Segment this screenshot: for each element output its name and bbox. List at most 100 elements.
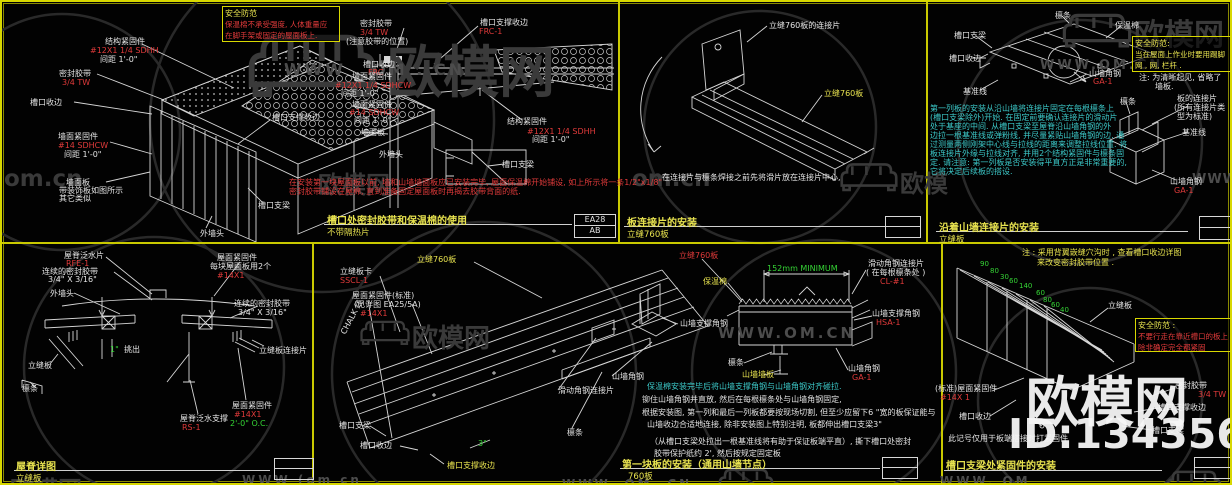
label-support-trim: 槽口支撑收边 [1158,403,1206,412]
label-panel-760: 立缝760板 [417,255,457,264]
label-wall-fastener: 墙面紧固件 [352,100,392,109]
divider-bottom-1 [312,242,314,483]
paragraph-line: 保温棉安装完毕后将山墙支撑角钢与山墙角钢对齐碰拉. [647,382,842,391]
label-purlin: 檩条 [22,384,38,393]
label-wall-fastener: 墙面紧固件 [58,132,98,141]
paragraph-line: (槽口支梁除外)开始. 在固定前要确认连接片的滑动片 [930,113,1118,122]
paragraph-line: 根据安装图, 第一列和最后一列板都要按现场切割, 但至少应留下6 "宽的板保证能… [642,408,936,417]
panel-d-drawing [21,256,273,415]
paragraph-line: 处于基座的中间. 从槽口支梁至屋脊沿山墙角钢的外 [930,122,1112,131]
title-underline [324,224,572,225]
label-wall-panel: 墙面板 [361,128,385,137]
safety-note-box-c: 安全防范: 当在屋面上作业时要用踢脚 网 , 网, 栏杆 . [1132,36,1230,72]
label-datum-line: 基准线 [963,87,987,96]
paragraph-line: 板连接片外缘与拉线对齐, 并用2个结构紧固件与檩条固 [930,149,1125,158]
paragraph-line: 过测量两侧刚架中心线与拉线的距离来调整拉线位置. 将 [930,140,1128,149]
safety-line: 保温棉不承受强度, 人体重量应 [225,20,328,29]
sheet-cell [275,469,313,479]
angle-dim: 30 [1000,273,1009,281]
label-cont-tape-size: 3/4" X 3/16" [48,275,97,284]
label-roof-fastener: 屋面紧固件 [217,253,257,262]
safety-line: 除非确定完全都紧固 [1138,343,1206,352]
angle-dim: 80 [1043,296,1052,304]
angle-dim: 80 [990,267,999,275]
safety-line: 不要行走在靠近槽口的板上 [1138,332,1228,341]
label-fastener-spacing: 间距 1'-0" [100,55,138,64]
label-roof-fastener: (标准)屋面紧固件 [935,384,998,393]
title-underline [14,470,270,471]
label-insulation: 保温棉 [703,277,727,286]
label-eave-trim: 槽口收边 [360,441,392,450]
label-eave-beam: 槽口支梁 [954,31,986,40]
label-slide-clip: 滑动角钢连接片 [558,386,614,395]
note-backflange-1: 注 : 采用背翼嵌缝穴沟时 , 查看槽口收边详图 [1022,248,1182,257]
sofa-watermark-icon [1062,13,1132,48]
label-panel: 立缝板 [1108,301,1132,310]
label-cont-tape: 连续的密封胶带 [42,267,98,276]
label-slide-clip: 滑动角钢连接片 [868,259,924,268]
label-roof-fastener-ref: (见详图 EA25/5A) [354,300,421,309]
note-install-sequence-1: 在安装第一块屋面板以前, 墙和山墙墙面板应已安装完毕, 屋面保温棉开始铺设, 如… [289,178,663,187]
sheet-number-block: EA28 AB [574,214,616,238]
label-panel-clip: 板的连接片 [1177,94,1217,103]
sheet-number-block [1199,216,1230,240]
angle-dim: 90 [980,260,989,268]
safety-title: 安全防范: [1135,39,1170,48]
label-panel-clip-note: (所有连接片类 [1174,103,1226,112]
paragraph-line: 它将决定后续板的搭设. [930,167,1013,176]
label-gable-angle: 山墙角钢 [612,372,644,381]
label-seam-clamp-code: SSCL-1 [340,276,369,285]
sofa-watermark-icon [718,468,774,483]
label-roof-fastener-qty: 每块屋面板用2个 [210,262,272,271]
label-fastener-code: #12X1 1/4 SDHH [90,46,159,55]
panel-e-title: 第一块板的安装（通用山墙节点） [622,460,772,471]
label-structural-fastener: 结构紧固件 [507,117,547,126]
label-roof-fastener: 屋面紧固件 [232,401,272,410]
label-gable-angle: 山墙角钢 [1170,177,1202,186]
label-support-trim-code: FRC-1 [479,27,503,36]
safety-note-box-f: 安全防范 : 不要行走在靠近槽口的板上 除非确定完全都紧固 [1135,318,1230,352]
label-eave-trim: 槽口收边 [959,412,991,421]
panel-b-subtitle: 立缝760板 [627,230,669,240]
brand-watermark-big: 欧模网 [1026,371,1188,434]
title-underline [936,231,1188,232]
label-roof-fastener-code: #14X1 [234,410,262,419]
label-wall-fastener-spacing: 间距 1'-0" [341,89,379,98]
label-wall-head: 外墙头 [379,150,403,159]
url-watermark-left: om.cn [4,166,83,192]
brand-watermark-panel-e: 欧模网 [412,324,491,354]
panel-c-subtitle: 立缝板 [939,235,965,245]
paragraph-line: 第一列板的安装从沿山墙将连接片固定在每根檩条上 [930,104,1114,113]
safety-line: 在脚手架或固定的屋面板上. [225,31,318,40]
label-purlin: 檩条 [1055,11,1071,20]
label-gable-wall-panel: 山墙墙板 [742,370,774,379]
label-tape-code: 3/4 TW [360,28,389,37]
sofa-watermark-icon [360,320,410,346]
label-gable-angle-code: GA-1 [852,373,872,382]
paragraph-line: 胶带保护纸约 2', 然后按规定固定板 [654,449,781,458]
sheet-number-block [1194,457,1230,479]
sheet-number-block [885,216,921,238]
label-gable-support-angle: 山墙支撑角钢 [680,319,728,328]
label-fastener-spacing: 间距 1'-0" [532,135,570,144]
label-seal-tape: 密封胶带 [1175,381,1207,390]
sheet-cell [886,217,920,227]
label-panel-clip: 立缝板连接片 [259,346,307,355]
paragraph-line: 定. 请注意: 第一列板是否安装得平直方正是非常重要的, [930,158,1127,167]
label-seal-tape: 密封胶带 [360,19,392,28]
sheet-cell [883,468,917,478]
panel-e-subtitle: 760板 [628,472,653,482]
label-eave-beam: 槽口支梁 [1152,426,1184,435]
angle-dim: 60 [1051,301,1060,309]
label-wall-head: 外墙头 [200,229,224,238]
url-watermark-panel-e: WWW.OM.CN [718,324,857,342]
panel-b-drawing [640,25,875,181]
note-end-lap-mark: 此记号仅用于板端搭接时打紧固件 [948,434,1068,443]
label-roof-fastener-code: #14X 1 [940,393,970,402]
label-wall-head: 外墙头 [50,289,74,298]
panel-a-section-drawing [351,25,614,208]
url-watermark-mid: om.cn [632,166,711,192]
label-gable-angle-code: GA-1 [1093,77,1113,86]
panel-d-subtitle: 立缝板 [16,474,42,484]
